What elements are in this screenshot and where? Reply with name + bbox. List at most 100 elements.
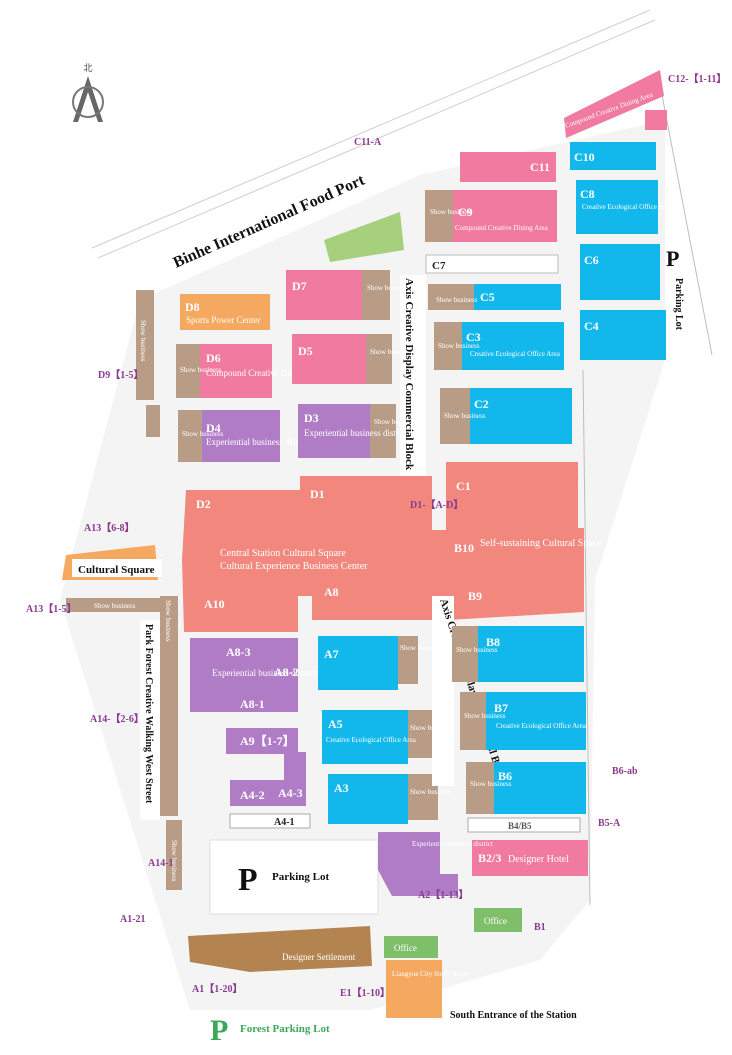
svg-text:Show business: Show business: [444, 412, 486, 420]
svg-text:Axis Creative Display Commerci: Axis Creative Display Commercial Block: [403, 278, 415, 471]
cultural-square[interactable]: Cultural Square: [62, 545, 162, 580]
svg-text:Show business: Show business: [470, 780, 512, 788]
block-c6[interactable]: C6: [580, 244, 660, 300]
svg-text:Show business: Show business: [182, 430, 224, 438]
svg-text:P: P: [238, 861, 258, 897]
block-c3[interactable]: Show business C3 Creative Ecological Off…: [434, 322, 564, 370]
label-a1: A1【1-20】: [192, 982, 243, 995]
svg-text:B8: B8: [486, 635, 500, 649]
block-c10[interactable]: C10: [570, 142, 656, 170]
svg-text:Show business: Show business: [164, 600, 172, 642]
block-c2[interactable]: Show business C2: [440, 388, 572, 444]
block-a3[interactable]: Show business A3: [328, 774, 452, 824]
block-a7[interactable]: Show business A7: [318, 636, 442, 690]
label-b5a: B5-A: [598, 818, 621, 829]
south-entrance-label: South Entrance of the Station: [450, 1010, 577, 1021]
block-c12[interactable]: Compound Creative Dining Area: [564, 70, 667, 138]
svg-text:Show business: Show business: [456, 646, 498, 654]
label-a1-21: A1-21: [120, 914, 146, 925]
block-a4-2-a4-3[interactable]: A4-2 A4-3: [230, 752, 306, 806]
block-d4[interactable]: Show business D4 Experiential business d…: [178, 410, 310, 462]
svg-text:Office: Office: [484, 916, 507, 926]
block-a8-sub[interactable]: A8-3 Experiential business district A8-2…: [190, 638, 316, 712]
svg-text:C3: C3: [466, 330, 481, 344]
block-c9[interactable]: Show business C9 Compound Creative Dinin…: [425, 190, 557, 242]
svg-text:Show business: Show business: [170, 840, 178, 882]
label-a13-68: A13【6-8】: [84, 521, 135, 534]
svg-text:C11: C11: [530, 160, 550, 174]
designer-settlement[interactable]: Designer Settlement: [188, 926, 372, 972]
parking-lot-center[interactable]: P Parking Lot: [209, 839, 379, 915]
block-a5[interactable]: Show business A5 Creative Ecological Off…: [322, 710, 452, 764]
block-c7[interactable]: C7: [425, 254, 559, 274]
svg-text:Experiential business district: Experiential business district: [206, 437, 310, 447]
block-liangyue[interactable]: Liangyue City Study Room: [386, 960, 470, 1018]
svg-text:D5: D5: [298, 344, 313, 358]
svg-text:Experiential business district: Experiential business district: [304, 428, 408, 438]
svg-text:C5: C5: [480, 290, 495, 304]
block-a2[interactable]: Experiential business district: [378, 832, 493, 896]
svg-text:Show business: Show business: [436, 296, 478, 304]
svg-text:Creative Ecological Office Are: Creative Ecological Office Area: [496, 722, 587, 730]
block-c11[interactable]: C11: [460, 152, 556, 182]
svg-text:Cultural Square: Cultural Square: [78, 564, 155, 576]
block-a4-1[interactable]: A4-1: [229, 813, 311, 829]
svg-text:A7: A7: [324, 647, 339, 661]
parking-lot-east[interactable]: P Parking Lot: [666, 246, 684, 331]
svg-text:B10: B10: [454, 541, 474, 555]
svg-text:Show business: Show business: [438, 342, 480, 350]
block-a13-15[interactable]: Show business: [66, 598, 160, 612]
block-b8[interactable]: Show business B8: [452, 626, 584, 682]
block-b7[interactable]: Show business B7 Creative Ecological Off…: [460, 692, 587, 750]
svg-text:Self-sustaining Cultural Space: Self-sustaining Cultural Space: [480, 538, 602, 549]
svg-text:Compound Creative Dining Area: Compound Creative Dining Area: [455, 224, 549, 232]
block-d9[interactable]: Show business: [136, 290, 160, 437]
block-b4-b5[interactable]: B4/B5: [467, 817, 581, 833]
svg-text:Show business: Show business: [94, 602, 136, 610]
block-c8[interactable]: C8 Creative Ecological Office Area: [576, 180, 673, 234]
svg-text:A8-3: A8-3: [226, 645, 251, 659]
svg-text:B4/B5: B4/B5: [508, 821, 532, 831]
svg-text:A8: A8: [324, 585, 339, 599]
block-c4[interactable]: C4: [580, 310, 666, 360]
svg-text:A5: A5: [328, 717, 343, 731]
svg-text:B9: B9: [468, 589, 482, 603]
svg-text:A3: A3: [334, 781, 349, 795]
office-b1[interactable]: Office: [474, 908, 522, 932]
svg-text:Show business: Show business: [367, 284, 409, 292]
svg-text:Sports Power Center: Sports Power Center: [186, 315, 261, 325]
label-c12: C12-【1-11】: [668, 72, 726, 85]
svg-text:Show business: Show business: [139, 320, 147, 362]
park-street-strip[interactable]: Show business Show business: [160, 596, 182, 890]
forest-parking-lot[interactable]: P Forest Parking Lot: [210, 1014, 330, 1047]
svg-text:D3: D3: [304, 411, 319, 425]
svg-text:Designer Hotel: Designer Hotel: [508, 854, 569, 865]
svg-text:A10: A10: [204, 597, 225, 611]
block-c5[interactable]: Show business C5: [428, 284, 561, 310]
block-d6[interactable]: Show business D6 Compound Creative Dinin…: [176, 344, 325, 398]
block-a9[interactable]: A9【1-7】: [226, 728, 298, 754]
svg-text:B7: B7: [494, 701, 508, 715]
svg-text:C9: C9: [458, 205, 473, 219]
block-b2-3[interactable]: B2/3 Designer Hotel: [472, 840, 588, 876]
svg-text:C7: C7: [432, 260, 446, 272]
block-d8[interactable]: D8 Sports Power Center: [180, 294, 270, 330]
svg-text:C4: C4: [584, 319, 599, 333]
svg-text:Designer Settlement: Designer Settlement: [282, 952, 356, 962]
label-d1a: D1-【A-D】: [410, 498, 463, 511]
block-d7[interactable]: Show business D7: [286, 270, 409, 320]
svg-text:D6: D6: [206, 351, 221, 365]
block-b6[interactable]: Show business B6: [466, 762, 586, 814]
svg-text:Show business: Show business: [370, 348, 412, 356]
svg-text:Experiential business district: Experiential business district: [412, 840, 493, 848]
central-station-block[interactable]: D2 D1 C1 B10 Self-sustaining Cultural Sp…: [182, 462, 602, 632]
label-d9: D9【1-5】: [98, 368, 144, 381]
svg-text:Compound Creative Dining Area: Compound Creative Dining Area: [206, 368, 325, 378]
block-d3[interactable]: Show business D3 Experiential business d…: [298, 404, 416, 458]
svg-text:北: 北: [83, 63, 92, 73]
svg-text:Creative Ecological Office Are: Creative Ecological Office Area: [470, 350, 561, 358]
block-d5[interactable]: Show business D5: [292, 334, 412, 384]
office-e1[interactable]: Office: [384, 936, 438, 958]
svg-text:Show business: Show business: [410, 724, 452, 732]
